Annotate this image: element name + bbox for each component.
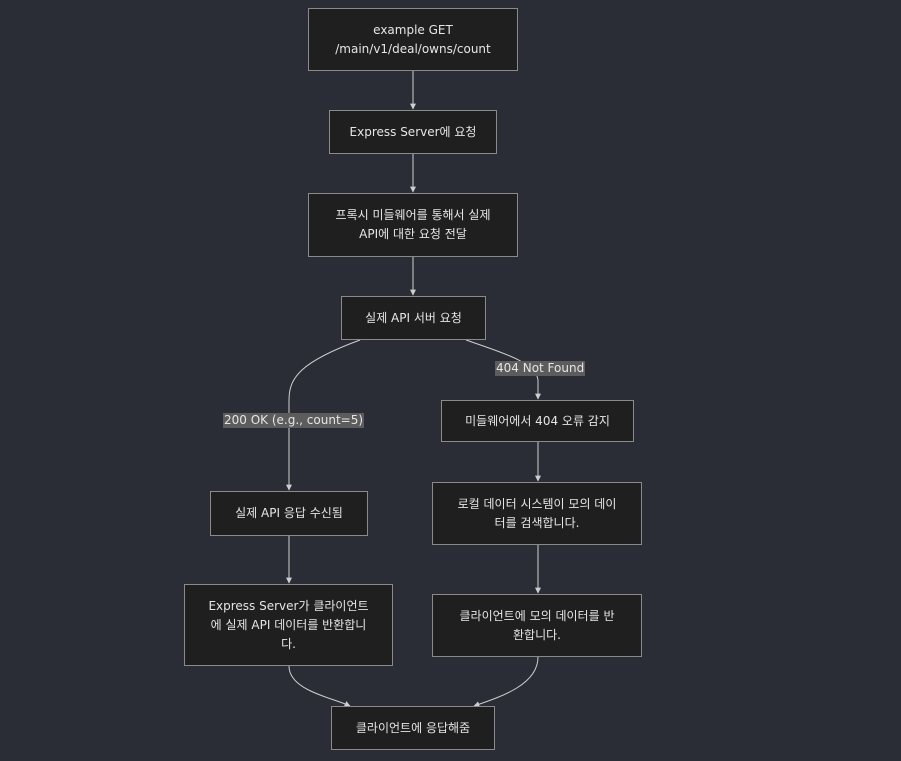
edge-return-real-to-response: [288, 665, 351, 707]
node-local-search-label: 로컬 데이터 시스템이 모의 데이 터를 검색합니다.: [457, 496, 617, 530]
node-proxy-label: 프록시 미들웨어를 통해서 실제 API에 대한 요청 전달: [335, 208, 491, 241]
node-client-response: 클라이언트에 응답해줌: [331, 706, 495, 750]
node-return-real: Express Server가 클라이언트 에 실제 API 데이터를 반환합니…: [184, 584, 393, 666]
node-return-mock-label: 클라이언트에 모의 데이터를 반 환합니다.: [459, 608, 615, 642]
node-real-api: 실제 API 서버 요청: [341, 296, 486, 340]
node-return-mock: 클라이언트에 모의 데이터를 반 환합니다.: [432, 594, 642, 657]
node-return-real-label: Express Server가 클라이언트 에 실제 API 데이터를 반환합니…: [208, 598, 369, 651]
node-real-api-label: 실제 API 서버 요청: [365, 310, 462, 325]
node-express-request: Express Server에 요청: [329, 110, 497, 154]
node-start-label: example GET /main/v1/deal/owns/count: [335, 22, 491, 56]
node-detect-404-label: 미들웨어에서 404 오류 감지: [465, 413, 610, 428]
node-received: 실제 API 응답 수신됨: [210, 491, 368, 536]
edge-real-api-to-detect-404: [465, 339, 541, 400]
node-start: example GET /main/v1/deal/owns/count: [308, 8, 518, 71]
edge-label-not-found: 404 Not Found: [495, 361, 586, 376]
edge-real-api-to-received: [286, 339, 361, 491]
edge-label-ok: 200 OK (e.g., count=5): [223, 413, 365, 428]
node-received-label: 실제 API 응답 수신됨: [235, 506, 343, 520]
node-detect-404: 미들웨어에서 404 오류 감지: [441, 400, 634, 442]
node-express-request-label: Express Server에 요청: [349, 124, 477, 139]
node-client-response-label: 클라이언트에 응답해줌: [355, 720, 471, 735]
node-local-search: 로컬 데이터 시스템이 모의 데이 터를 검색합니다.: [432, 482, 642, 545]
node-proxy: 프록시 미들웨어를 통해서 실제 API에 대한 요청 전달: [308, 193, 518, 257]
edge-return-mock-to-response: [473, 656, 539, 708]
